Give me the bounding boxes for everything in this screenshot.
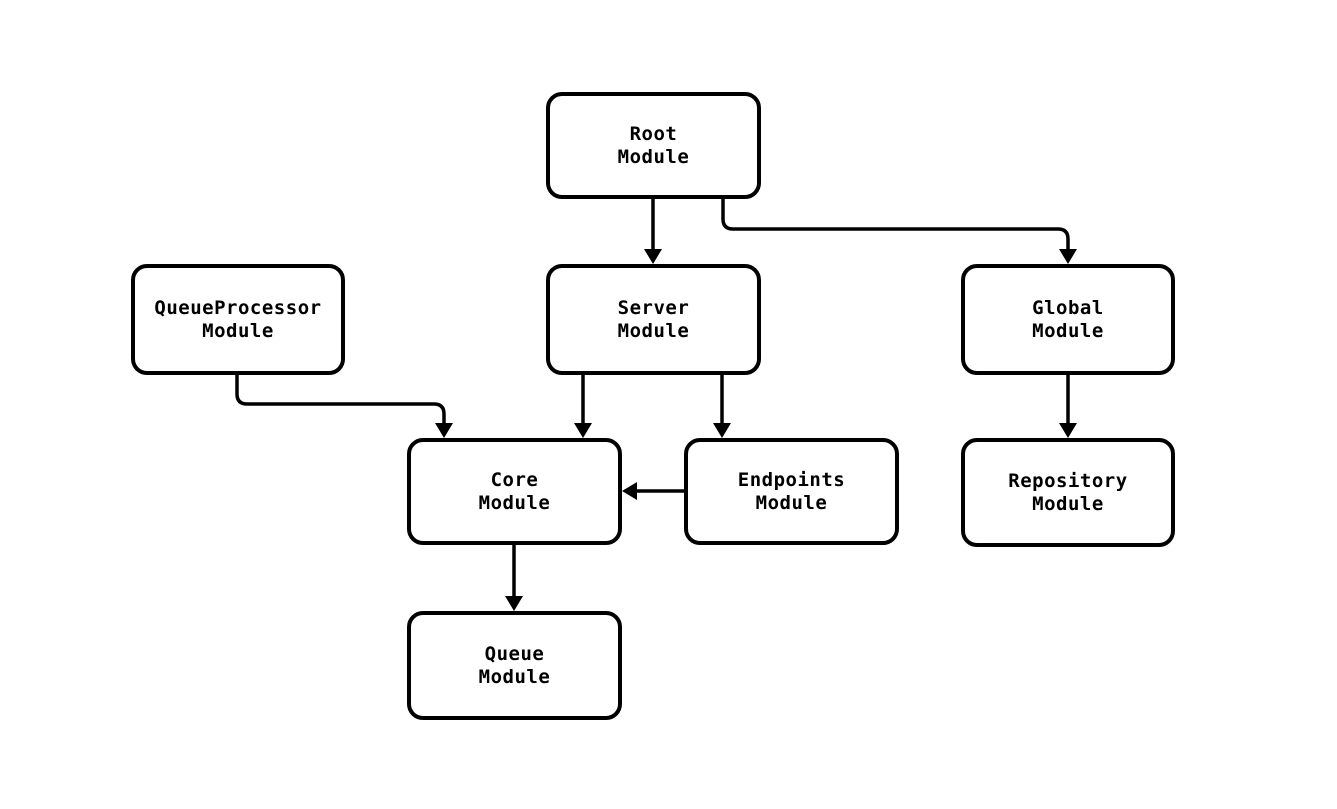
edge-root-to-global [721, 197, 1077, 264]
edge-root-to-global-arrowhead-icon [1059, 249, 1077, 264]
edge-global-to-repository [1059, 373, 1077, 438]
edge-endpoints-to-core-arrowhead-icon [622, 482, 637, 500]
edge-server-to-core [574, 373, 592, 438]
node-repository-module-label-line1: Repository [1008, 470, 1127, 492]
node-endpoints-module-label-line2: Module [756, 492, 828, 514]
edge-global-to-repository-arrowhead-icon [1059, 423, 1077, 438]
node-server-module-label-line1: Server [618, 297, 690, 319]
node-server-module-label-line2: Module [618, 320, 690, 342]
edge-server-to-core-arrowhead-icon [574, 423, 592, 438]
node-server-module-box[interactable] [546, 264, 761, 375]
edge-core-to-queue [505, 543, 523, 611]
node-endpoints-module-box[interactable] [684, 438, 899, 545]
edge-core-to-queue-arrowhead-icon [505, 596, 523, 611]
node-queueprocessor-module-label-line2: Module [202, 320, 274, 342]
node-core-module-label-line1: Core [491, 469, 539, 491]
node-queueprocessor-module-label-line1: QueueProcessor [154, 297, 321, 319]
node-queue-module-label-line2: Module [479, 666, 551, 688]
node-global-module-label-line2: Module [1032, 320, 1104, 342]
edge-root-to-server-arrowhead-icon [644, 249, 662, 264]
node-global-module-label-line1: Global [1032, 297, 1104, 319]
edge-endpoints-to-core [622, 482, 686, 500]
node-core-module-box[interactable] [407, 438, 622, 545]
edge-queueprocessor-to-core-arrowhead-icon [435, 423, 453, 438]
node-root-module-label-line2: Module [618, 146, 690, 168]
node-global-module-box[interactable] [961, 264, 1175, 375]
edge-queueprocessor-to-core [235, 373, 453, 438]
node-root-module-box[interactable] [546, 92, 761, 199]
edge-queueprocessor-to-core-line [235, 373, 446, 426]
edges-layer [235, 197, 1077, 611]
node-repository-module-box[interactable] [961, 438, 1175, 547]
node-queue-module-box[interactable] [407, 611, 622, 720]
node-queueprocessor-module-box[interactable] [131, 264, 345, 375]
nodes-layer: RootModuleQueueProcessorModuleServerModu… [131, 92, 1175, 720]
edge-root-to-global-line [721, 197, 1070, 252]
node-root-module-label-line1: Root [630, 123, 678, 145]
node-repository-module-label-line2: Module [1032, 493, 1104, 515]
node-core-module-label-line2: Module [479, 492, 551, 514]
edge-server-to-endpoints [713, 373, 731, 438]
edge-root-to-server [644, 197, 662, 264]
edge-server-to-endpoints-arrowhead-icon [713, 423, 731, 438]
node-endpoints-module-label-line1: Endpoints [738, 469, 845, 491]
node-queue-module-label-line1: Queue [485, 643, 545, 665]
